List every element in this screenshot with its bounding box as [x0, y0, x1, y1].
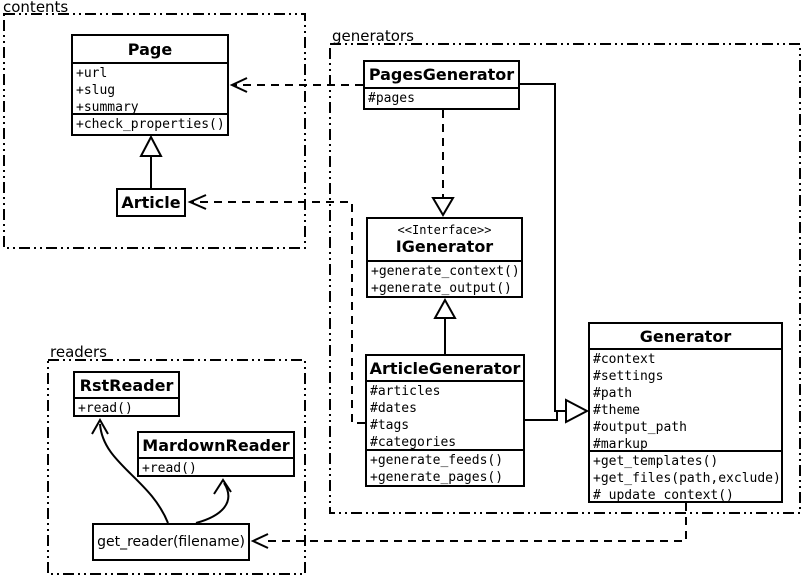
class-rstreader: RstReader +read()	[73, 371, 180, 417]
class-pagesgenerator-attributes: #pages	[365, 87, 518, 108]
class-rstreader-title: RstReader	[79, 375, 174, 395]
function-box-get-reader: get_reader(filename)	[92, 523, 250, 561]
package-border-contents	[3, 13, 306, 249]
class-generator: Generator #context #settings #path #theme #o…	[588, 322, 783, 503]
class-page-title: Page	[127, 39, 173, 59]
member-row: +generate_pages()	[370, 470, 504, 485]
class-article: Article	[116, 188, 186, 217]
member-row: #articles	[370, 384, 441, 399]
class-igenerator-header: <<Interface>> IGenerator	[368, 219, 521, 260]
class-pagesgenerator-title: PagesGenerator	[368, 65, 515, 84]
member-row: #settings	[593, 369, 664, 384]
member-row: +generate_output()	[371, 281, 512, 296]
member-row: +get_templates()	[593, 454, 719, 469]
dependency-pagesgenerator-page	[229, 77, 363, 93]
member-row: +check_properties()	[76, 117, 225, 132]
class-articlegenerator-methods: +generate_feeds() +generate_pages()	[367, 449, 523, 485]
package-label-contents: contents	[3, 0, 69, 16]
class-article-title: Article	[121, 193, 181, 212]
class-igenerator-stereotype: <<Interface>>	[397, 223, 492, 237]
class-igenerator-title: IGenerator	[395, 237, 494, 256]
generalization-article-page	[139, 134, 163, 188]
member-row: #path	[593, 386, 633, 401]
dependency-articlegenerator-article	[187, 194, 365, 424]
class-page: Page +url +slug +summary +check_properties…	[71, 34, 229, 136]
class-articlegenerator-attributes: #articles #dates #tags #categories	[367, 380, 523, 449]
member-row: +slug	[76, 83, 116, 98]
association-getreader-mardownreader	[195, 478, 232, 524]
class-rstreader-methods: +read()	[75, 397, 178, 415]
member-row: #output_path	[593, 420, 687, 435]
package-label-generators: generators	[332, 27, 414, 45]
class-mardownreader: MardownReader +read()	[137, 431, 295, 477]
member-row: #categories	[370, 435, 457, 449]
member-row: +generate_context()	[371, 264, 520, 279]
package-border-readers	[47, 359, 306, 575]
class-page-attributes: +url +slug +summary	[73, 62, 227, 113]
class-igenerator-methods: +generate_context() +generate_output()	[368, 260, 521, 296]
member-row: #theme	[593, 403, 640, 418]
member-row: #context	[593, 352, 656, 367]
class-page-methods: +check_properties()	[73, 113, 227, 134]
member-row: #markup	[593, 437, 648, 450]
member-row: #pages	[368, 91, 415, 106]
package-label-readers: readers	[50, 343, 107, 361]
association-getreader-rstreader	[91, 417, 169, 524]
generalization-articlegenerator-igenerator	[433, 297, 457, 354]
member-row: #tags	[370, 418, 410, 433]
generalization-generators-generator	[520, 83, 590, 424]
member-row: +get_files(path,exclude)	[593, 471, 781, 486]
member-row: +read()	[78, 401, 133, 415]
member-row: +read()	[142, 461, 197, 475]
class-generator-title: Generator	[639, 326, 732, 346]
dependency-generator-getreader	[250, 503, 687, 549]
class-articlegenerator-title: ArticleGenerator	[369, 358, 521, 378]
class-generator-methods: +get_templates() +get_files(path,exclude)…	[590, 450, 781, 501]
class-articlegenerator: ArticleGenerator #articles #dates #tags #ca…	[365, 354, 525, 487]
package-border-generators	[329, 43, 801, 514]
class-generator-attributes: #context #settings #path #theme #output_path…	[590, 348, 781, 450]
member-row: #_update_context()	[593, 488, 734, 501]
member-row: +generate_feeds()	[370, 453, 504, 468]
class-mardownreader-title: MardownReader	[142, 435, 290, 455]
member-row: +summary	[76, 100, 139, 113]
realization-pagesgenerator-igenerator	[431, 110, 455, 217]
member-row: #dates	[370, 401, 417, 416]
class-mardownreader-methods: +read()	[139, 457, 293, 475]
member-row: +url	[76, 66, 108, 81]
class-igenerator: <<Interface>> IGenerator +generate_conte…	[366, 217, 523, 298]
class-pagesgenerator: PagesGenerator #pages	[363, 60, 520, 110]
